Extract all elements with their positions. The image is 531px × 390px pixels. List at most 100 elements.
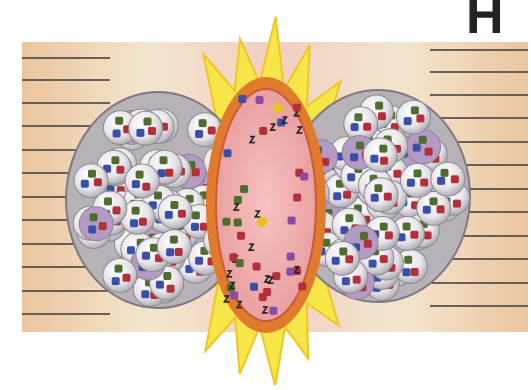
quark: [240, 185, 248, 193]
quark: [238, 95, 246, 103]
quark: [379, 145, 387, 153]
quark: [384, 193, 392, 201]
quark: [356, 142, 364, 150]
quark: [298, 283, 306, 291]
quark: [136, 171, 144, 179]
quark: [136, 129, 144, 137]
quark: [300, 173, 308, 181]
quark: [343, 191, 351, 199]
quark: [250, 283, 258, 291]
quark: [224, 149, 232, 157]
quark: [150, 244, 158, 252]
quark: [420, 179, 428, 187]
quark: [411, 106, 419, 114]
quark: [272, 272, 280, 280]
quark: [111, 156, 119, 164]
quark: [165, 169, 173, 177]
quark: [411, 268, 419, 276]
quark: [112, 277, 120, 285]
quark: [430, 197, 438, 205]
quark: [286, 268, 294, 276]
quark: [144, 118, 152, 126]
quark: [451, 175, 459, 183]
quark: [142, 183, 150, 191]
quark: [141, 290, 149, 298]
quark: [370, 155, 378, 163]
quark: [127, 246, 135, 254]
quark: [90, 213, 98, 221]
nucleon: [157, 230, 191, 264]
quark: [413, 144, 421, 152]
quark: [380, 157, 388, 165]
quark: [347, 173, 355, 181]
quark: [116, 166, 124, 174]
quark: [253, 263, 261, 271]
quark: [178, 210, 186, 218]
quark: [380, 255, 388, 263]
quark: [385, 231, 393, 239]
nucleon: [364, 178, 398, 212]
quark: [287, 253, 295, 261]
nucleon: [431, 162, 465, 196]
nucleon: [401, 163, 435, 197]
quark: [369, 260, 377, 268]
quark: [195, 130, 203, 138]
quark: [139, 218, 147, 226]
quark: [414, 169, 422, 177]
quark: [148, 127, 156, 135]
quark: [256, 96, 264, 104]
quark: [113, 206, 121, 214]
quark: [354, 113, 362, 121]
quark: [404, 117, 412, 125]
quark: [332, 257, 340, 265]
quark: [371, 194, 379, 202]
quark: [257, 217, 267, 227]
quark: [175, 248, 183, 256]
nucleon: [129, 111, 163, 145]
quark: [293, 194, 301, 202]
quark: [293, 104, 301, 112]
quark: [113, 130, 121, 138]
quark: [259, 127, 267, 135]
quark: [410, 231, 418, 239]
quark: [453, 200, 461, 208]
quark: [363, 123, 371, 131]
quark: [403, 223, 411, 231]
quark: [222, 218, 230, 226]
nucleon: [407, 130, 441, 164]
quark: [81, 180, 89, 188]
quark: [345, 255, 353, 263]
quark: [163, 272, 171, 280]
quark: [374, 184, 382, 192]
quark: [192, 211, 200, 219]
quark: [234, 196, 242, 204]
quark: [208, 127, 216, 135]
quark: [423, 206, 431, 214]
quark: [99, 222, 107, 230]
quark: [375, 102, 383, 110]
quark: [132, 180, 140, 188]
quark: [269, 307, 277, 315]
nucleon: [103, 258, 137, 292]
nucleon: [158, 195, 192, 229]
quark: [167, 285, 175, 293]
quark: [402, 268, 410, 276]
quark: [115, 265, 123, 273]
quark: [199, 119, 207, 127]
quark: [170, 201, 178, 209]
quark: [130, 219, 138, 227]
quark: [407, 179, 415, 187]
quark: [104, 197, 112, 205]
quark: [259, 293, 267, 301]
nucleon: [397, 100, 431, 134]
quark: [142, 252, 150, 260]
quark: [345, 214, 353, 222]
quark: [132, 207, 140, 215]
quark: [166, 248, 174, 256]
quark: [288, 217, 296, 225]
quark: [342, 277, 350, 285]
quark: [404, 256, 412, 264]
quark: [441, 169, 449, 177]
